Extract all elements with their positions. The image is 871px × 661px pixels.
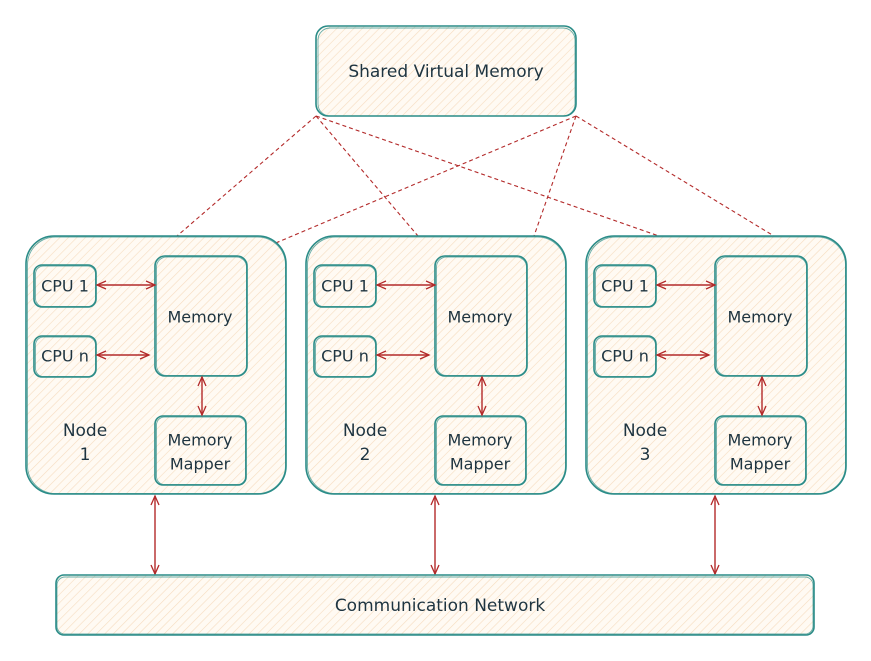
cpu1-memory-arrow [655,280,717,290]
communication-network-box: Communication Network [55,574,815,636]
memory-label: Memory [727,308,792,327]
arrowhead [95,280,107,290]
arrowhead [757,375,767,387]
cpun-memory-arrow [655,350,711,360]
cpu1-memory-arrow [375,280,437,290]
node-label: Node [63,421,107,441]
dashed-links [154,115,808,257]
arrowhead [477,405,487,417]
node-number: 3 [640,445,651,465]
node-number: 1 [80,445,91,465]
arrowhead [95,350,107,360]
arrowhead [655,350,667,360]
memory-box: Memory [154,255,248,377]
memory-mapper-label-line2: Mapper [730,455,791,474]
arrowhead [710,494,720,506]
memory-box: Memory [434,255,528,377]
cpu-1-label: CPU 1 [321,277,369,296]
arrowhead [419,350,431,360]
arrowhead [757,405,767,417]
dashed-link [315,115,436,257]
node-network-arrow [430,494,440,576]
arrowhead [197,375,207,387]
cpu1-memory-arrow [95,280,157,290]
memory-box: Memory [714,255,808,377]
memory-mapper-label-line2: Mapper [450,455,511,474]
arrowhead [150,564,160,576]
node-number: 2 [360,445,371,465]
cpu-n-label: CPU n [321,347,369,366]
arrowhead [710,564,720,576]
cpun-memory-arrow [95,350,151,360]
memory-mapper-label-line1: Memory [447,431,512,450]
cpun-memory-arrow [375,350,431,360]
arrowhead [197,405,207,417]
memory-label: Memory [167,308,232,327]
cpu-1-label: CPU 1 [601,277,649,296]
cpu-1-box: CPU 1 [33,264,97,308]
cpu-1-box: CPU 1 [593,264,657,308]
memory-mapper-arrow [197,375,207,417]
arrowhead [699,350,711,360]
node-label: Node [623,421,667,441]
communication-network-label: Communication Network [335,596,546,616]
cpu-n-box: CPU n [593,335,657,378]
arrowhead [139,350,151,360]
arrowhead [477,375,487,387]
arrowhead [145,280,157,290]
shared-virtual-memory-label: Shared Virtual Memory [348,62,543,82]
dashed-link [575,115,808,257]
memory-label: Memory [447,308,512,327]
cpu-1-label: CPU 1 [41,277,89,296]
memory-mapper-label-line1: Memory [167,431,232,450]
cpu-1-box: CPU 1 [313,264,377,308]
cpu-n-box: CPU n [33,335,97,378]
memory-mapper-arrow [757,375,767,417]
shared-virtual-memory-box: Shared Virtual Memory [315,25,577,117]
memory-mapper-arrow [477,375,487,417]
arrowhead [705,280,717,290]
cpu-n-box: CPU n [313,335,377,378]
arrowhead [425,280,437,290]
arrowhead [430,494,440,506]
memory-mapper-label-line2: Mapper [170,455,231,474]
cpu-n-label: CPU n [41,347,89,366]
node-network-arrow [150,494,160,576]
dashed-link [244,115,577,257]
arrowhead [375,280,387,290]
node-label: Node [343,421,387,441]
cpu-n-label: CPU n [601,347,649,366]
memory-mapper-label-line1: Memory [727,431,792,450]
arrowhead [655,280,667,290]
arrowhead [375,350,387,360]
arrowhead [430,564,440,576]
dashed-link [154,115,317,256]
dashed-link [315,115,717,257]
dashed-link [526,115,577,257]
node-network-arrow [710,494,720,576]
arrowhead [150,494,160,506]
